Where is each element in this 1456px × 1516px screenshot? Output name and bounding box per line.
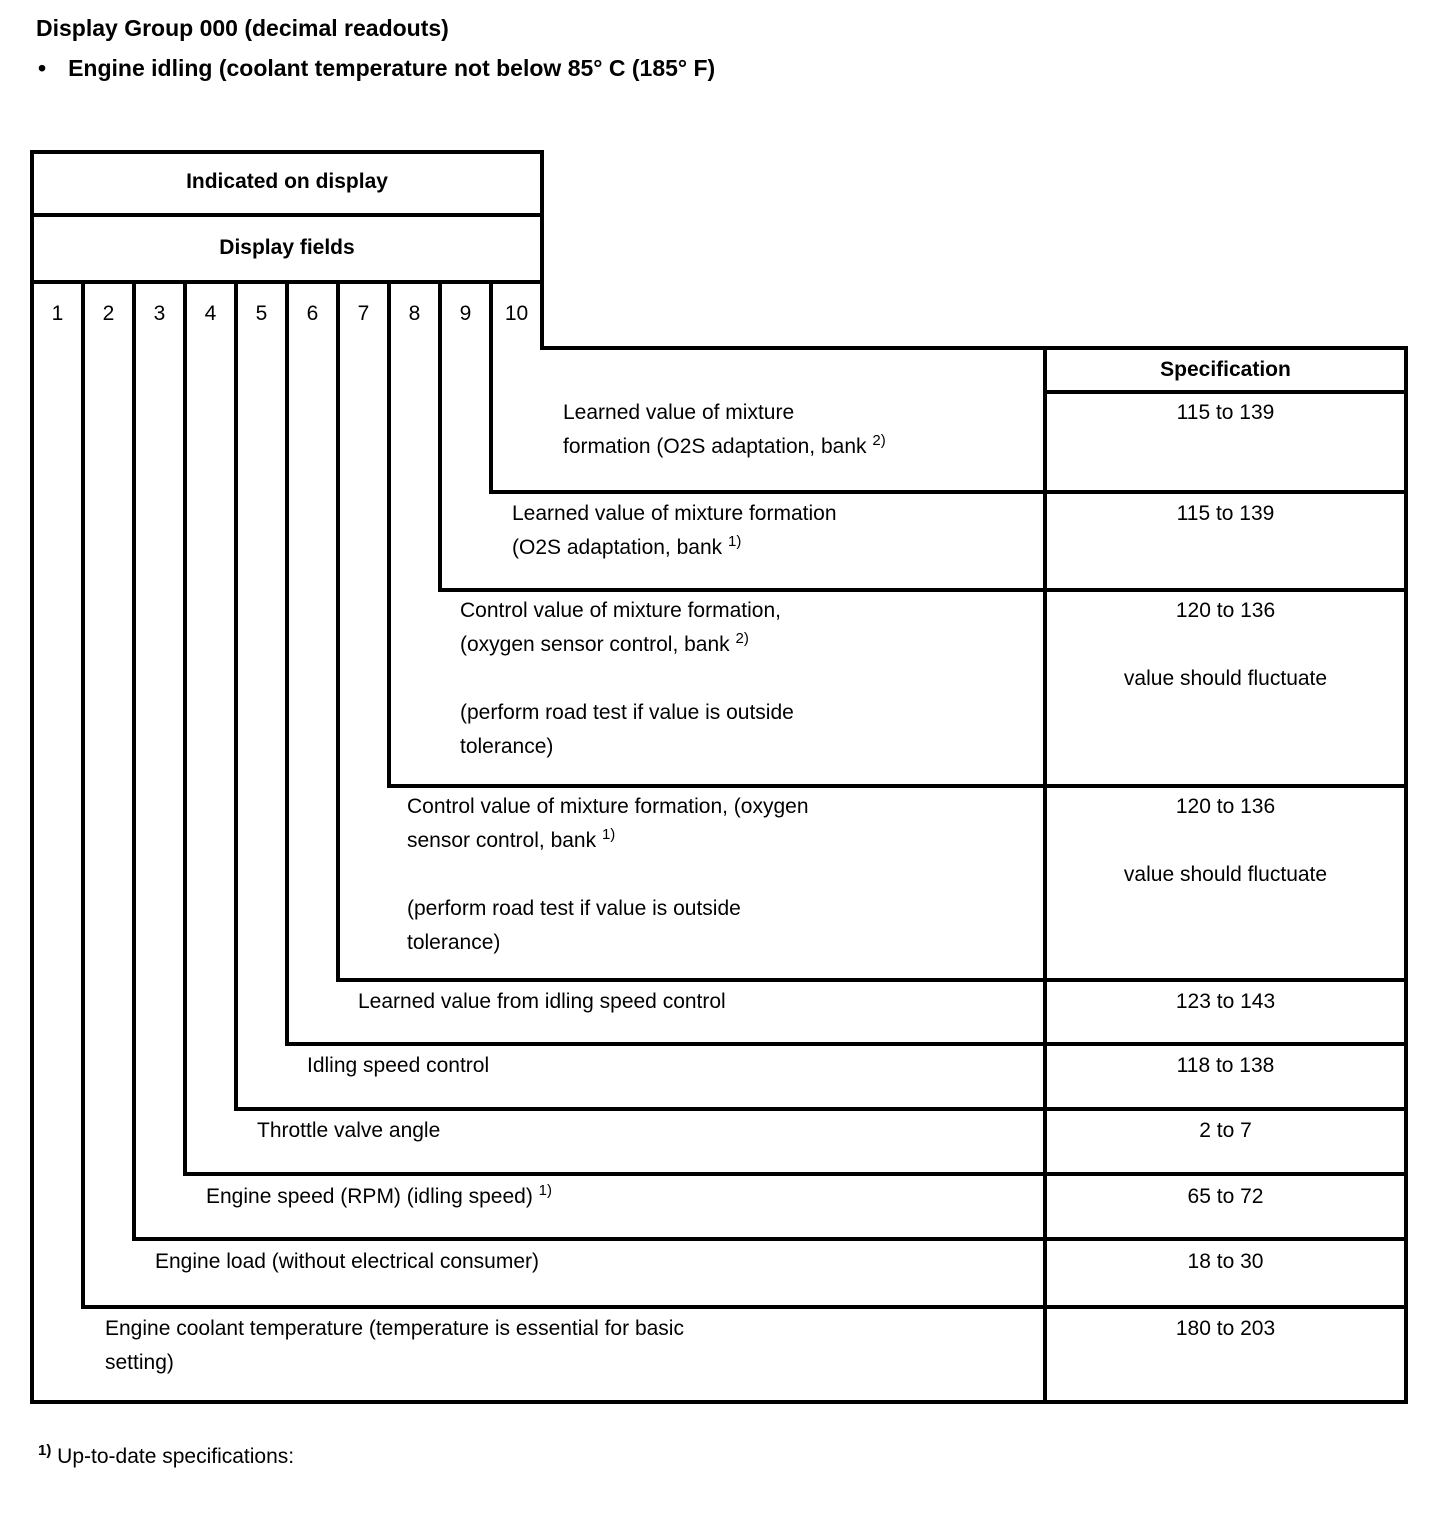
grid-line-col6 <box>285 280 289 1046</box>
grid-line-bottom <box>30 1400 1408 1404</box>
display-field-column-10: 10 <box>504 302 529 325</box>
row-desc-field-9: Learned value of mixture formation (O2S … <box>512 502 837 559</box>
row-spec-field-9: 115 to 139 <box>1176 502 1275 525</box>
grid-line-spec-separator <box>1043 346 1047 1404</box>
grid-line-col2 <box>81 280 85 1309</box>
grid-line-row8-top <box>438 588 1408 592</box>
grid-line-row6-top <box>336 978 1408 982</box>
display-field-column-2: 2 <box>102 302 115 325</box>
display-field-column-5: 5 <box>255 302 268 325</box>
row-spec-field-2: 18 to 30 <box>1187 1250 1264 1273</box>
grid-line-col4 <box>183 280 187 1176</box>
grid-line-row9-top <box>489 490 1408 494</box>
row-spec-field-6: 123 to 143 <box>1175 990 1276 1013</box>
header-display-fields: Display fields <box>219 236 355 259</box>
grid-line-col5 <box>234 280 238 1111</box>
grid-line-header-div <box>30 213 544 217</box>
row-desc-field-3: Engine speed (RPM) (idling speed) 1) <box>206 1182 553 1208</box>
spec-note: value should fluctuate <box>1123 863 1328 886</box>
display-field-column-8: 8 <box>408 302 421 325</box>
spec-column-header: Specification <box>1160 358 1291 381</box>
row-desc-field-5: Idling speed control <box>307 1054 490 1077</box>
bullet-text: Engine idling (coolant temperature not b… <box>68 55 716 81</box>
grid-line-col10 <box>489 280 493 494</box>
row-desc-field-1: Engine coolant temperature (temperature … <box>105 1317 684 1374</box>
display-field-column-4: 4 <box>204 302 217 325</box>
footnote-ref: 2) <box>735 630 749 647</box>
row-desc-field-2: Engine load (without electrical consumer… <box>155 1250 540 1273</box>
grid-line-row7-top <box>387 784 1408 788</box>
row-spec-field-4: 2 to 7 <box>1199 1119 1252 1142</box>
footnote-ref: 1) <box>727 533 742 550</box>
row-spec-field-10: 115 to 139 <box>1176 401 1275 424</box>
grid-line-row3-top <box>183 1172 1408 1176</box>
grid-line-spec-header <box>1043 390 1408 394</box>
display-field-column-3: 3 <box>153 302 166 325</box>
grid-line-row5-top <box>285 1042 1408 1046</box>
row-spec-field-8: 120 to 136 value should fluctuate <box>1047 594 1404 696</box>
row-spec-field-1: 180 to 203 <box>1175 1317 1276 1340</box>
display-field-column-6: 6 <box>306 302 319 325</box>
footnote-ref: 1) <box>538 1182 553 1199</box>
row-spec-field-5: 118 to 138 <box>1176 1054 1275 1077</box>
footnote: 1) Up-to-date specifications: <box>38 1440 294 1474</box>
row-desc-field-7: Control value of mixture formation, (oxy… <box>407 795 809 954</box>
spec-note: value should fluctuate <box>1123 667 1328 690</box>
grid-line-row4-top <box>234 1107 1408 1111</box>
display-field-column-1: 1 <box>51 302 64 325</box>
display-field-column-7: 7 <box>357 302 370 325</box>
grid-line-col9 <box>438 280 442 592</box>
footnote-ref: 2) <box>872 432 886 449</box>
row-desc-field-8: Control value of mixture formation, (oxy… <box>460 599 794 758</box>
row-desc-field-10: Learned value of mixture formation (O2S … <box>563 401 886 458</box>
row-spec-field-3: 65 to 72 <box>1187 1185 1264 1208</box>
bullet-marker: • <box>38 55 47 81</box>
grid-line-row2-top <box>132 1237 1408 1241</box>
grid-line-col8 <box>387 280 391 788</box>
row-desc-field-6: Learned value from idling speed control <box>358 990 726 1013</box>
bullet-item: • Engine idling (coolant temperature not … <box>38 52 715 84</box>
grid-line-row1-top <box>81 1305 1408 1309</box>
display-field-column-9: 9 <box>459 302 472 325</box>
grid-line-left-edge <box>30 150 34 1404</box>
grid-line-header-right <box>540 150 544 350</box>
row-desc-field-4: Throttle valve angle <box>257 1119 441 1142</box>
footnote-ref: 1) <box>601 826 616 843</box>
page-title: Display Group 000 (decimal readouts) <box>36 15 449 41</box>
row-spec-field-7: 120 to 136 value should fluctuate <box>1047 790 1404 892</box>
grid-line-right-edge <box>1404 346 1408 1404</box>
footnote-marker: 1) <box>38 1442 52 1459</box>
grid-line-col7 <box>336 280 340 982</box>
grid-line-col3 <box>132 280 136 1241</box>
grid-line-row10-top <box>540 346 1408 350</box>
grid-line-top <box>30 150 544 154</box>
footnote-text: Up-to-date specifications: <box>51 1445 295 1468</box>
header-indicated-on-display: Indicated on display <box>186 170 388 193</box>
